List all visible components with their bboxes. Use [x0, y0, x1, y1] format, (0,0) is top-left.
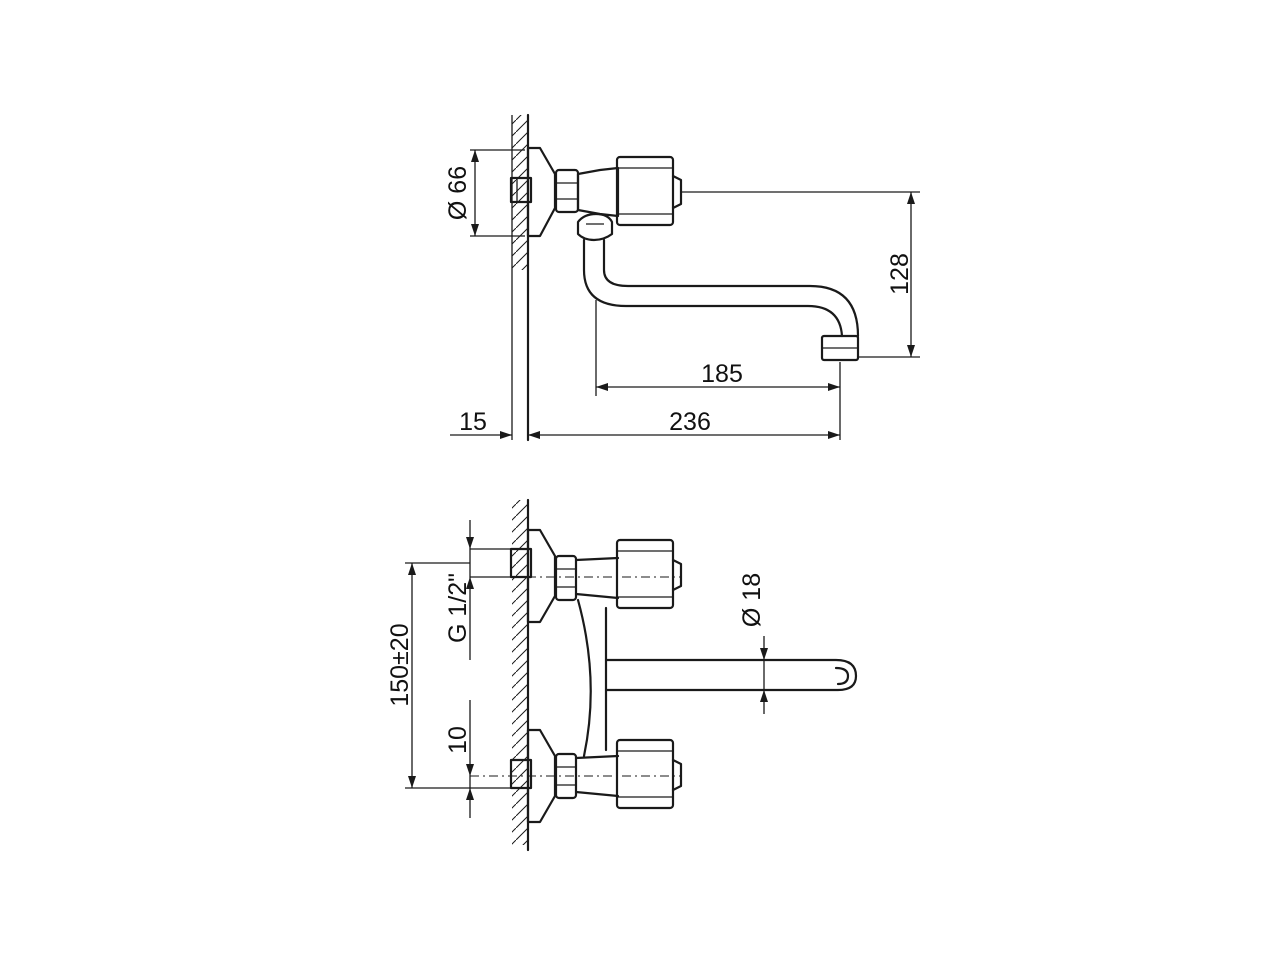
- wall-section-bottom: [512, 498, 530, 852]
- dim-total-projection: 236: [528, 408, 840, 439]
- spout-reach-label: 185: [701, 360, 743, 388]
- thread-size-label: G 1/2": [444, 573, 472, 643]
- spout-plan: [604, 658, 858, 692]
- spout: [582, 238, 844, 338]
- union-nut-top: [554, 168, 580, 214]
- swivel-joint: [576, 212, 614, 242]
- mixer-body-bottom: [576, 598, 592, 758]
- wall-section-top: [511, 113, 530, 442]
- inlet-depth-label: 10: [444, 726, 472, 754]
- dim-thread: G 1/2": [444, 520, 511, 660]
- dim-spout-height: 128: [681, 191, 920, 358]
- flange-diameter-label: Ø 66: [444, 166, 472, 220]
- upper-inlet: [509, 528, 683, 624]
- wall-offset-label: 15: [459, 408, 487, 436]
- lower-inlet: [509, 728, 683, 824]
- dim-inlet-spacing: 150±20: [386, 562, 470, 789]
- dim-inlet-depth: 10: [444, 700, 511, 818]
- mixer-body-top: [576, 166, 620, 218]
- inlet-spacing-label: 150±20: [386, 623, 414, 706]
- valve-handle-top: [615, 155, 683, 227]
- spout-height-label: 128: [886, 253, 914, 295]
- plan-view: G 1/2" 150±20 10 Ø 18: [386, 498, 858, 852]
- dim-flange-diameter: Ø 66: [444, 149, 525, 237]
- total-projection-label: 236: [669, 408, 711, 436]
- dim-wall-offset: 15: [450, 408, 512, 439]
- pipe-diameter-label: Ø 18: [738, 573, 766, 627]
- inlet-stub-top: [509, 176, 533, 204]
- dim-pipe-diameter: Ø 18: [738, 573, 775, 714]
- side-view: Ø 66 128 185 15: [444, 113, 920, 442]
- dim-spout-reach: 185: [595, 300, 841, 440]
